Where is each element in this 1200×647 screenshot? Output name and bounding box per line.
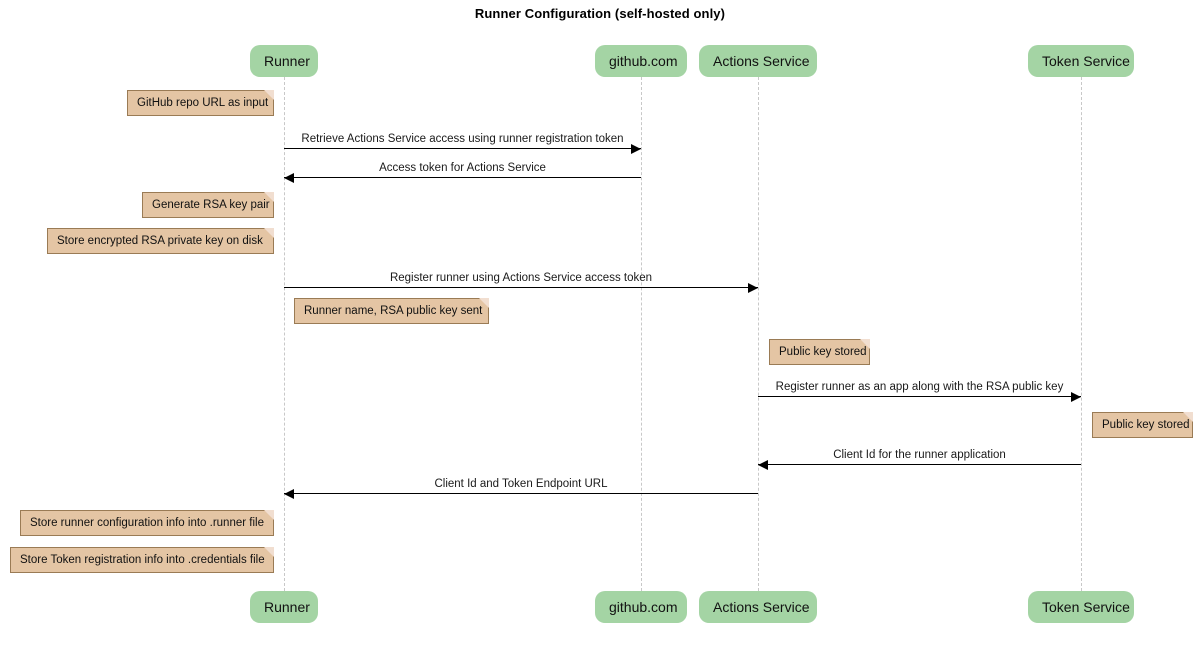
note-fold-icon	[264, 547, 274, 557]
participant-token-bottom[interactable]: Token Service	[1028, 591, 1134, 623]
note-n2: Generate RSA key pair	[142, 192, 274, 218]
participant-runner-top[interactable]: Runner	[250, 45, 318, 77]
participant-runner-bottom[interactable]: Runner	[250, 591, 318, 623]
message-line-m4	[758, 396, 1081, 397]
message-line-m2	[284, 177, 641, 178]
note-fold-icon	[264, 192, 274, 202]
participant-label: Runner	[264, 53, 310, 69]
message-line-m3	[284, 287, 758, 288]
note-fold-icon	[264, 90, 274, 100]
arrowhead-left-icon	[758, 460, 768, 470]
note-fold-icon	[860, 339, 870, 349]
lifeline-actions	[758, 77, 759, 591]
note-label: GitHub repo URL as input	[137, 97, 269, 109]
participant-label: Token Service	[1042, 599, 1130, 615]
note-label: Generate RSA key pair	[152, 199, 270, 211]
note-fold-icon	[1183, 412, 1193, 422]
note-label: Public key stored	[1102, 419, 1190, 431]
message-line-m5	[758, 464, 1081, 465]
message-label-m1: Retrieve Actions Service access using ru…	[301, 133, 624, 145]
note-n3: Store encrypted RSA private key on disk	[47, 228, 274, 254]
message-label-m6: Client Id and Token Endpoint URL	[434, 478, 608, 490]
note-label: Store encrypted RSA private key on disk	[57, 235, 263, 247]
note-n8: Store Token registration info into .cred…	[10, 547, 274, 573]
arrowhead-right-icon	[748, 283, 758, 293]
note-n7: Store runner configuration info into .ru…	[20, 510, 274, 536]
participant-label: Runner	[264, 599, 310, 615]
message-line-m1	[284, 148, 641, 149]
note-fold-icon	[264, 228, 274, 238]
participant-github-top[interactable]: github.com	[595, 45, 687, 77]
message-label-m2: Access token for Actions Service	[379, 162, 546, 174]
note-fold-icon	[479, 298, 489, 308]
lifeline-token	[1081, 77, 1082, 591]
arrowhead-left-icon	[284, 173, 294, 183]
participant-label: Actions Service	[713, 53, 810, 69]
diagram-title: Runner Configuration (self-hosted only)	[474, 6, 726, 21]
note-n4: Runner name, RSA public key sent	[294, 298, 489, 324]
note-label: Store runner configuration info into .ru…	[30, 517, 264, 529]
message-label-m5: Client Id for the runner application	[833, 449, 1006, 461]
arrowhead-right-icon	[631, 144, 641, 154]
arrowhead-left-icon	[284, 489, 294, 499]
note-label: Runner name, RSA public key sent	[304, 305, 483, 317]
note-fold-icon	[264, 510, 274, 520]
participant-label: github.com	[609, 53, 678, 69]
lifeline-github	[641, 77, 642, 591]
participant-actions-top[interactable]: Actions Service	[699, 45, 817, 77]
lifeline-runner	[284, 77, 285, 591]
participant-label: Actions Service	[713, 599, 810, 615]
participant-github-bottom[interactable]: github.com	[595, 591, 687, 623]
note-n1: GitHub repo URL as input	[127, 90, 274, 116]
message-label-m4: Register runner as an app along with the…	[775, 381, 1064, 393]
note-label: Store Token registration info into .cred…	[20, 554, 265, 566]
participant-actions-bottom[interactable]: Actions Service	[699, 591, 817, 623]
participant-token-top[interactable]: Token Service	[1028, 45, 1134, 77]
message-line-m6	[284, 493, 758, 494]
message-label-m3: Register runner using Actions Service ac…	[389, 272, 653, 284]
note-label: Public key stored	[779, 346, 867, 358]
note-n5: Public key stored	[769, 339, 870, 365]
participant-label: github.com	[609, 599, 678, 615]
note-n6: Public key stored	[1092, 412, 1193, 438]
arrowhead-right-icon	[1071, 392, 1081, 402]
participant-label: Token Service	[1042, 53, 1130, 69]
